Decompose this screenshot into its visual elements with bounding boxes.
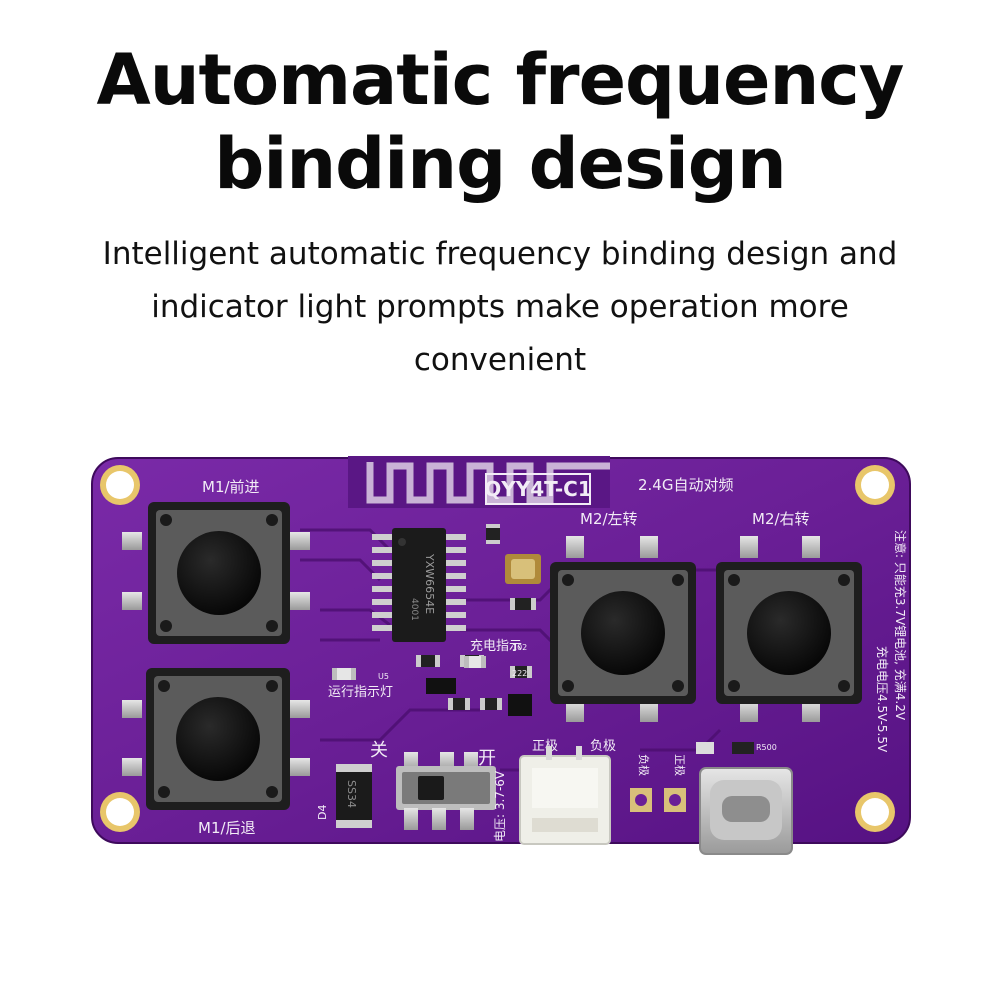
tact-switch-m1-forward[interactable]	[122, 502, 310, 644]
antenna-trace	[348, 456, 610, 508]
resistor-u5-label: U5	[378, 672, 389, 681]
headline: Automatic frequency binding design	[0, 38, 1000, 206]
solder-pad-pos	[664, 788, 686, 812]
model-label: QYY4T-C1	[484, 477, 591, 501]
switch-off-label: 关	[370, 740, 388, 761]
mounting-hole-tr	[855, 465, 895, 505]
headline-line-1: Automatic frequency	[96, 39, 905, 121]
resistor-r500-label: R500	[756, 743, 777, 752]
usb-c-port[interactable]	[696, 742, 793, 855]
mounting-hole-bl	[100, 792, 140, 832]
btn-m2-left-label: M2/左转	[580, 510, 638, 528]
rf-chip-marking: YXW6654E	[423, 553, 436, 614]
subtitle-line-3: convenient	[413, 342, 587, 378]
charge-led	[464, 656, 486, 668]
run-led	[332, 668, 356, 680]
diode-marking: SS34	[345, 780, 358, 808]
tact-switch-m2-left[interactable]	[550, 536, 696, 722]
battery-jst-connector[interactable]	[519, 746, 611, 845]
model-label-box	[485, 473, 591, 505]
rf-chip-code: 4001	[409, 598, 419, 621]
mounting-hole-tl	[100, 465, 140, 505]
tact-switch-m2-right[interactable]	[716, 536, 862, 722]
neg-pole-label: 负极	[590, 739, 616, 754]
solder-pad-neg	[630, 788, 652, 812]
run-indicator-label: 运行指示灯	[328, 685, 393, 700]
btn-m1-back-label: M1/后退	[198, 819, 256, 837]
pos-pole-label: 正极	[532, 739, 558, 754]
voltage-label: 电压: 3.7-6V	[493, 770, 507, 842]
subtitle-line-2: indicator light prompts make operation m…	[151, 289, 849, 325]
pos-pad-label: 正极	[673, 754, 687, 776]
pcb-board-photo: QYY4T-C1 2.4G自动对频 M1/前进 M1/后退	[80, 450, 920, 870]
diode-ss34: SS34	[336, 764, 372, 828]
power-slide-switch[interactable]	[396, 752, 496, 830]
diode-ref-label: D4	[316, 805, 329, 820]
neg-pad-label: 负极	[637, 754, 651, 776]
charge-note: 注意: 只能充3.7V锂电池, 充满4.2V	[893, 530, 908, 721]
crystal-oscillator	[505, 554, 541, 584]
btn-m2-right-label: M2/右转	[752, 510, 810, 528]
subtitle-line-1: Intelligent automatic frequency binding …	[102, 236, 898, 272]
charge-voltage-label: 充电电压4.5V-5.5V	[875, 646, 890, 753]
subtitle: Intelligent automatic frequency binding …	[40, 228, 960, 387]
resistor-222-label: 222	[512, 669, 527, 678]
btn-m1-forward-label: M1/前进	[202, 478, 260, 496]
resistor-102-label: 102	[512, 643, 527, 652]
headline-line-2: binding design	[214, 123, 787, 205]
smd-components	[416, 524, 536, 716]
mounting-hole-br	[855, 792, 895, 832]
switch-on-label: 开	[478, 748, 496, 769]
rf-chip: YXW6654E 4001	[372, 528, 466, 642]
freq-binding-label: 2.4G自动对频	[638, 476, 733, 494]
tact-switch-m1-back[interactable]	[122, 668, 310, 810]
charge-indicator-label: 充电指示	[470, 638, 522, 654]
